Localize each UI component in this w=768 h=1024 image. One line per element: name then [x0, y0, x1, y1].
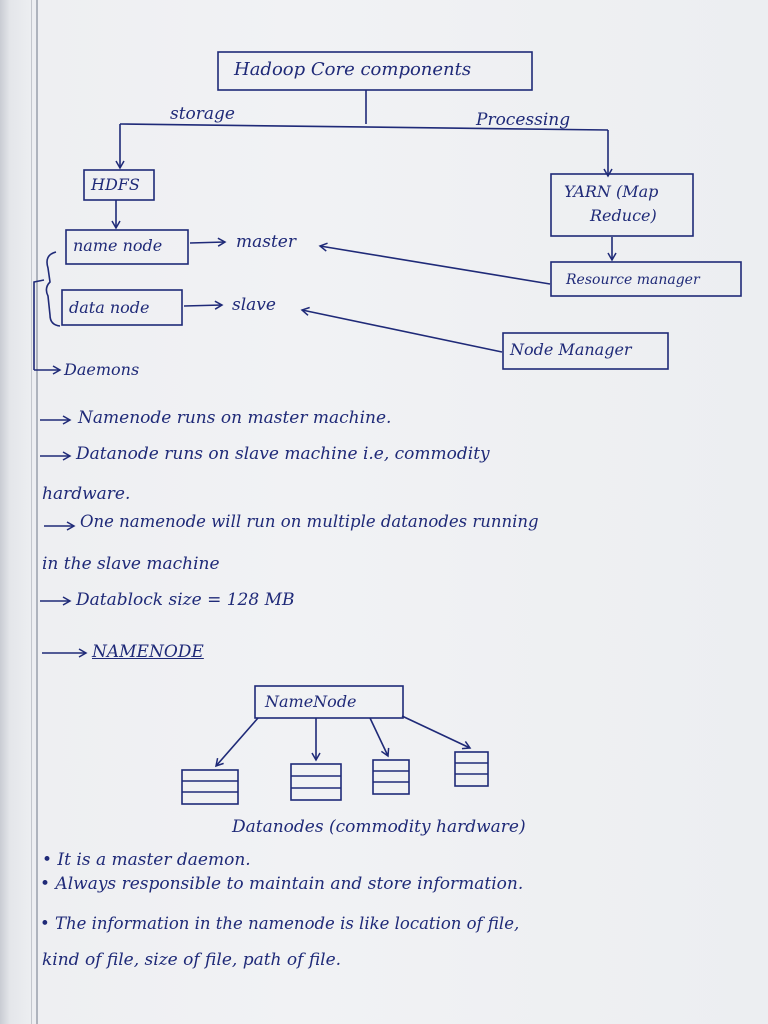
datanode-stack-1 [181, 769, 239, 805]
daemons-brace [45, 251, 61, 327]
note-one-namenode: One namenode will run on multiple datano… [80, 512, 539, 531]
storage-label: storage [170, 104, 235, 124]
namenode-tree-label: NameNode [265, 692, 357, 711]
node-manager-box [502, 332, 669, 370]
namenode-box [65, 229, 189, 265]
daemons-bracket [33, 279, 45, 370]
margin-line [36, 0, 38, 1024]
note-datablock-size: Datablock size = 128 MB [76, 590, 295, 610]
title-box [217, 51, 533, 91]
note-datanode-slave: Datanode runs on slave machine i.e, comm… [76, 444, 490, 464]
daemons-label: Daemons [64, 360, 140, 379]
datanode-stack-3 [372, 759, 410, 795]
datanode-stack-4 [454, 751, 489, 787]
note-slave-machine: in the slave machine [42, 554, 220, 574]
bullet-responsible: • Always responsible to maintain and sto… [40, 874, 524, 894]
branch-horizontal [119, 123, 609, 131]
resource-manager-box [550, 261, 742, 297]
note-hardware: hardware. [42, 484, 131, 504]
bullet-information: • The information in the namenode is lik… [40, 914, 520, 933]
hdfs-label: HDFS [91, 175, 140, 194]
tree-arrow-1 [215, 717, 259, 768]
tree-arrow-4 [401, 715, 472, 750]
namenode-master-arrow [189, 237, 227, 247]
bullet-information-cont: kind of file, size of file, path of file… [42, 950, 342, 970]
rm-to-master-arrow [318, 242, 551, 285]
hdfs-box [83, 169, 155, 201]
namenode-tree-box [254, 685, 404, 719]
yarn-box [550, 173, 694, 237]
namenode-label: name node [73, 236, 163, 255]
datanode-label: data node [69, 298, 150, 317]
datanodes-caption: Datanodes (commodity hardware) [232, 817, 526, 837]
resource-manager-label: Resource manager [566, 272, 700, 288]
bullet-master-daemon: • It is a master daemon. [42, 850, 251, 870]
namenode-section-heading: NAMENODE [92, 642, 204, 662]
processing-label: Processing [476, 110, 571, 130]
margin-line-outer [31, 0, 32, 1024]
datanode-box [61, 289, 183, 326]
master-label: master [236, 232, 296, 252]
tree-arrow-3 [369, 717, 390, 758]
nm-to-slave-arrow [300, 306, 503, 353]
slave-label: slave [232, 295, 276, 315]
yarn-label-line1: YARN (Map [564, 182, 659, 201]
note-namenode-master: Namenode runs on master machine. [78, 408, 392, 428]
node-manager-label: Node Manager [510, 340, 632, 359]
datanode-slave-arrow [183, 300, 224, 310]
datanode-stack-2 [290, 763, 342, 801]
yarn-label-line2: Reduce) [590, 206, 657, 225]
title-text: Hadoop Core components [234, 59, 472, 80]
